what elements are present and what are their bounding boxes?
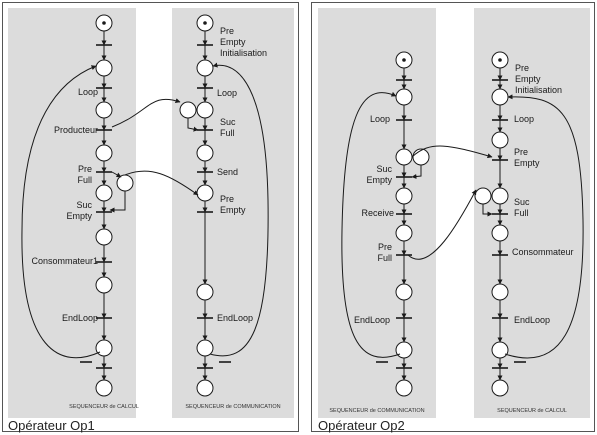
place (491, 341, 509, 359)
transition-label: Empty (366, 175, 392, 185)
buffer-place (474, 187, 492, 205)
transition-label: EndLoop (514, 315, 550, 325)
token (402, 58, 406, 62)
sync-place (412, 148, 430, 166)
transition-label: Loop (217, 88, 237, 98)
region-op2-communication (318, 8, 436, 418)
transition-label: Loop (514, 114, 534, 124)
place (491, 88, 509, 106)
transition-label: Consommateur (512, 247, 574, 257)
transition-label: Full (220, 128, 235, 138)
transition-label: Suc (514, 197, 530, 207)
transition-label: Receive (361, 208, 394, 218)
region-op1-calcul (8, 8, 136, 418)
place (395, 341, 413, 359)
region-label-op2-communication: SEQUENCEUR de COMMUNICATION (329, 408, 424, 414)
region-op1-communication (172, 8, 294, 418)
transition-label: Pre (78, 164, 92, 174)
place (95, 144, 113, 162)
transition-label: Pre (515, 63, 529, 73)
place (95, 59, 113, 77)
transition-label: Pre (220, 26, 234, 36)
sync-place (179, 101, 197, 119)
transition-label: Full (377, 253, 392, 263)
token (498, 58, 502, 62)
transition-label: Pre (220, 194, 234, 204)
transition-label: Empty (514, 158, 540, 168)
place (196, 184, 214, 202)
loop-back-arc (341, 91, 401, 358)
buffer-place (116, 174, 134, 192)
place (196, 379, 214, 397)
place (196, 339, 214, 357)
transition-label: Suc (76, 200, 92, 210)
transition-label: Suc (376, 164, 392, 174)
loop-back-arc (21, 65, 101, 359)
transition-label: Empty (66, 211, 92, 221)
panel-op2-frame (311, 2, 595, 432)
place (395, 283, 413, 301)
transition-label: Loop (78, 87, 98, 97)
transition-label: Pre (514, 147, 528, 157)
transition-label: Loop (370, 114, 390, 124)
region-label-op2-calcul: SEQUENCEUR de CALCUL (497, 408, 567, 414)
loop-back-arc (209, 62, 269, 357)
token (203, 21, 207, 25)
place (95, 184, 113, 202)
place (95, 379, 113, 397)
transition-label: Full (77, 175, 92, 185)
cross-arc (124, 170, 199, 196)
arc (111, 171, 122, 178)
cross-arc (407, 189, 477, 260)
transition-label: Initialisation (220, 48, 267, 58)
cross-arc (111, 98, 181, 128)
transition-label: Empty (220, 205, 246, 215)
transition-label: Pre (378, 242, 392, 252)
transition-label: Suc (220, 117, 236, 127)
region-label-op1-calcul: SEQUENCEUR de CALCUL (69, 404, 139, 410)
transition-label: Empty (515, 74, 541, 84)
panel-op1-frame (2, 2, 299, 432)
place (196, 101, 214, 119)
panel-op2-caption: Opérateur Op2 (318, 418, 405, 433)
arc (109, 191, 126, 213)
place (395, 187, 413, 205)
transition-label: Empty (220, 37, 246, 47)
place (491, 283, 509, 301)
place (491, 224, 509, 242)
place (395, 148, 413, 166)
place (95, 276, 113, 294)
place (196, 283, 214, 301)
transition-label: Consommateur1 (31, 256, 98, 266)
arc (187, 118, 199, 132)
transition-label: Send (217, 167, 238, 177)
place (95, 339, 113, 357)
token (102, 21, 106, 25)
place (395, 379, 413, 397)
transition-label: Producteur (54, 125, 98, 135)
transition-label: Full (514, 208, 529, 218)
cross-arc (411, 145, 493, 159)
place (491, 131, 509, 149)
transition-label: EndLoop (217, 313, 253, 323)
loop-back-arc (504, 94, 584, 359)
transition-label: EndLoop (62, 313, 98, 323)
arc (482, 204, 493, 217)
region-op2-calcul (474, 8, 590, 418)
transition-label: EndLoop (354, 315, 390, 325)
panel-op1-caption: Opérateur Op1 (8, 418, 95, 433)
place (395, 224, 413, 242)
place (395, 88, 413, 106)
transition-label: Initialisation (515, 85, 562, 95)
arc (411, 165, 422, 179)
place (196, 144, 214, 162)
place (95, 228, 113, 246)
region-label-op1-communication: SEQUENCEUR de COMMUNICATION (185, 404, 280, 410)
place (196, 59, 214, 77)
place (491, 187, 509, 205)
place (95, 101, 113, 119)
place (491, 379, 509, 397)
